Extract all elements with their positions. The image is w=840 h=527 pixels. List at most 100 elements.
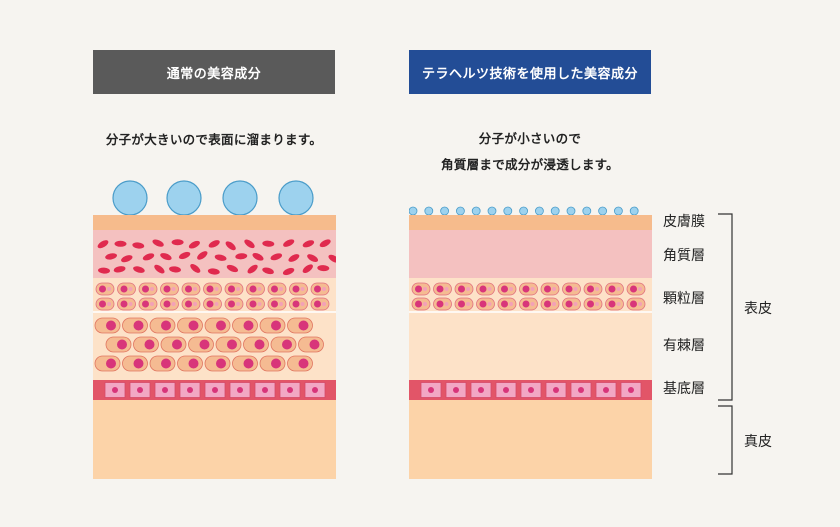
cell-granule bbox=[552, 287, 556, 291]
large-molecule bbox=[112, 180, 148, 216]
cell-nucleus bbox=[479, 285, 487, 293]
cell-nucleus bbox=[228, 285, 235, 293]
cell-granule bbox=[573, 302, 578, 306]
cell-nucleus bbox=[565, 300, 573, 308]
cell-nucleus bbox=[188, 358, 199, 369]
dermis-layer bbox=[409, 400, 652, 479]
cell-nucleus bbox=[237, 387, 243, 393]
spinous-cells bbox=[94, 317, 324, 372]
cell-granule bbox=[509, 302, 513, 306]
cell-nucleus bbox=[282, 339, 292, 350]
cell-nucleus bbox=[227, 339, 237, 350]
small-molecule bbox=[519, 206, 528, 216]
cell-nucleus bbox=[478, 387, 484, 393]
cell-nucleus bbox=[120, 300, 128, 308]
dermis-layer bbox=[93, 400, 336, 479]
cell-granule bbox=[214, 302, 219, 306]
cell-granule bbox=[107, 287, 111, 291]
cell-nucleus bbox=[458, 285, 465, 293]
cell-granule bbox=[150, 287, 154, 291]
cell-granule bbox=[487, 302, 492, 306]
corneum-cell bbox=[282, 267, 295, 276]
cell-granule bbox=[236, 287, 240, 291]
small-molecule bbox=[613, 206, 623, 216]
granular-cells bbox=[411, 282, 646, 311]
cell-nucleus bbox=[415, 285, 422, 293]
cell-nucleus bbox=[188, 320, 199, 331]
cell-nucleus bbox=[428, 387, 434, 393]
cell-granule bbox=[552, 302, 556, 306]
cell-nucleus bbox=[271, 358, 281, 369]
label-basal-layer: 基底層 bbox=[663, 381, 705, 397]
corneum-cell bbox=[190, 263, 201, 273]
corneum-cell bbox=[319, 239, 331, 248]
terahertz-ingredient-caption: 分子が小さいので 角質層まで成分が浸透します。 bbox=[400, 126, 660, 178]
cell-nucleus bbox=[112, 387, 118, 393]
terahertz-skin-diagram bbox=[409, 206, 652, 479]
corneum-cell bbox=[188, 240, 200, 249]
cell-granule bbox=[236, 302, 240, 306]
cell-nucleus bbox=[565, 285, 573, 293]
small-molecule bbox=[456, 206, 465, 216]
corneum-cell bbox=[105, 253, 118, 260]
cell-nucleus bbox=[314, 285, 321, 293]
corneum-cell bbox=[225, 241, 236, 251]
cell-nucleus bbox=[106, 358, 116, 369]
cell-granule bbox=[257, 302, 262, 306]
corneum-cell bbox=[113, 266, 126, 273]
cell-granule bbox=[150, 302, 154, 306]
small-molecule bbox=[487, 206, 497, 216]
cell-nucleus bbox=[587, 300, 594, 308]
cell-nucleus bbox=[436, 285, 444, 293]
cell-nucleus bbox=[453, 387, 459, 393]
cell-nucleus bbox=[206, 300, 214, 308]
normal-ingredient-caption: 分子が大きいので表面に溜まります。 bbox=[84, 127, 344, 153]
cell-nucleus bbox=[479, 300, 487, 308]
corneum-cell bbox=[307, 254, 319, 263]
cell-nucleus bbox=[271, 285, 278, 293]
cell-nucleus bbox=[522, 285, 530, 293]
skin-surface-layer bbox=[93, 215, 336, 230]
cell-granule bbox=[616, 302, 621, 306]
small-molecule bbox=[534, 206, 544, 216]
cell-nucleus bbox=[271, 300, 278, 308]
corneum-cell bbox=[171, 239, 184, 246]
label-granular-layer: 顆粒層 bbox=[663, 291, 705, 307]
cell-nucleus bbox=[162, 387, 168, 393]
corneum-cell bbox=[207, 268, 220, 275]
corneum-cell bbox=[178, 251, 191, 260]
small-molecules bbox=[409, 206, 639, 216]
cell-nucleus bbox=[254, 339, 265, 350]
small-molecule bbox=[440, 206, 449, 216]
cell-granule bbox=[193, 302, 197, 306]
large-molecules bbox=[112, 180, 314, 216]
corneum-cell bbox=[226, 264, 239, 273]
corneum-cell bbox=[302, 264, 313, 274]
cell-nucleus bbox=[630, 300, 637, 308]
cell-nucleus bbox=[292, 285, 300, 293]
corneum-cell bbox=[302, 240, 315, 248]
corneum-cell bbox=[235, 253, 248, 260]
caption-line: 分子が大きいので表面に溜まります。 bbox=[105, 132, 323, 147]
corneum-cell bbox=[270, 253, 283, 261]
stratum-corneum-layer bbox=[409, 230, 652, 278]
cell-granule bbox=[530, 287, 535, 291]
cell-granule bbox=[487, 287, 492, 291]
cell-nucleus bbox=[436, 300, 444, 308]
cell-nucleus bbox=[630, 285, 637, 293]
corneum-cell bbox=[208, 240, 220, 248]
cell-nucleus bbox=[458, 300, 465, 308]
cell-granule bbox=[423, 287, 427, 291]
cell-granule bbox=[257, 287, 262, 291]
cell-granule bbox=[128, 302, 133, 306]
cell-granule bbox=[509, 287, 513, 291]
cell-nucleus bbox=[199, 339, 210, 350]
cell-nucleus bbox=[187, 387, 193, 393]
small-molecule bbox=[598, 206, 608, 216]
cell-nucleus bbox=[99, 285, 106, 293]
cell-nucleus bbox=[142, 300, 149, 308]
cell-granule bbox=[595, 302, 599, 306]
corneum-cell bbox=[114, 240, 127, 247]
cell-nucleus bbox=[161, 320, 171, 331]
cell-granule bbox=[573, 287, 578, 291]
